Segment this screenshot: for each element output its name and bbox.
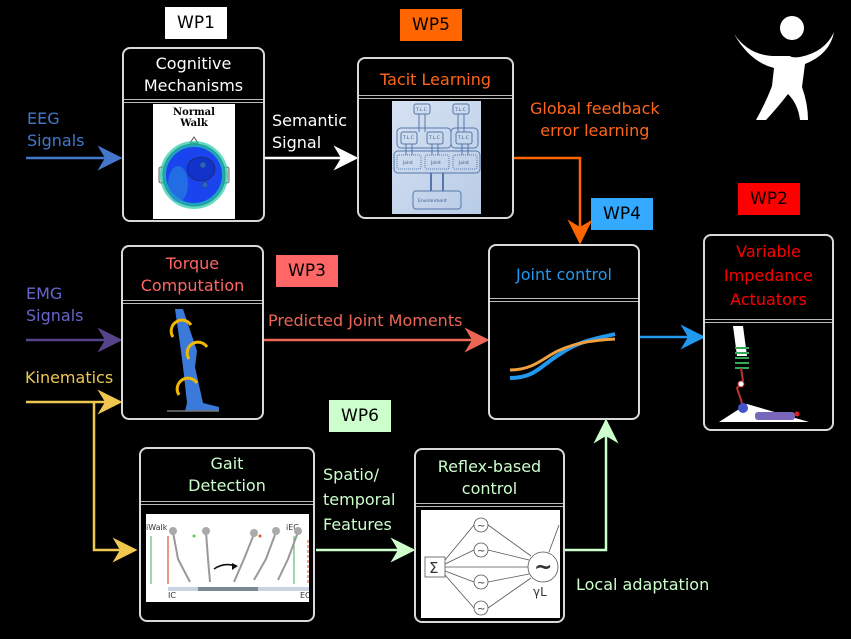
emg-line2: Signals <box>26 306 84 325</box>
gait-phase-image: iWalk iEC IC EC <box>146 514 309 602</box>
reflex-title-line2: control <box>461 479 518 498</box>
reflex-title-line1: Reflex-based <box>437 457 542 476</box>
global-feedback-label: Global feedback error learning <box>530 98 660 142</box>
semantic-line2: Signal <box>272 133 322 152</box>
tlc-label: T.L.C <box>428 135 440 141</box>
ic-label: IC <box>168 591 176 600</box>
head-map-icon <box>158 136 230 209</box>
eeg-topography-image: Normal Walk <box>153 104 235 219</box>
wp4-badge: WP4 <box>591 198 653 230</box>
sum-symbol: Σ <box>429 559 438 577</box>
torque-title-line2: Computation <box>140 276 245 295</box>
spatio-line2: temporal <box>323 490 396 509</box>
oscillator-symbol: ~ <box>477 604 485 615</box>
wp1-badge: WP1 <box>165 7 227 39</box>
tlc-label: T.L.C <box>415 107 427 113</box>
tacit-title: Tacit Learning <box>380 70 491 89</box>
tacit-learning-block: Tacit Learning T.L.C T.L.C T.L.C T.L.C <box>357 57 514 219</box>
semantic-signal-label: Semantic Signal <box>272 110 347 154</box>
global-feedback-line2: error learning <box>540 121 650 140</box>
torque-computation-block: Torque Computation <box>121 245 264 420</box>
eeg-caption-line1: Normal <box>173 107 215 118</box>
kinematics-label: Kinematics <box>25 368 114 387</box>
tlc-label: T.L.C <box>457 135 469 141</box>
gait-detection-block: Gait Detection iWalk iEC IC EC <box>139 447 315 622</box>
emg-signals-label: EMG Signals <box>26 283 83 327</box>
gait-title-line2: Detection <box>188 476 266 495</box>
gamma-l-label: γL <box>533 585 547 599</box>
wp5-badge: WP5 <box>400 9 462 41</box>
oscillator-symbol: ~ <box>477 546 485 557</box>
joint-control-title: Joint control <box>516 265 612 284</box>
oscillator-symbol: ~ <box>477 578 485 589</box>
reflex-network-diagram: Σ ~ ~ ~ ~ ~ γL <box>421 510 560 618</box>
environment-label: Environment <box>418 198 447 204</box>
cognitive-title-line2: Mechanisms <box>143 76 244 95</box>
eeg-signals-label: EEG Signals <box>27 108 84 152</box>
ec-label: EC <box>300 591 309 600</box>
cognitive-title-line1: Cognitive <box>155 54 232 73</box>
joint-label: Joint <box>402 160 413 166</box>
eeg-line1: EEG <box>27 109 60 128</box>
tacit-learning-diagram: T.L.C T.L.C T.L.C T.L.C T.L.C Joint Join… <box>392 101 481 214</box>
kinematics-to-gait-arrow <box>92 402 138 563</box>
leg-torque-icon <box>167 309 219 412</box>
via-title-line2: Impedance <box>723 266 814 285</box>
cognitive-mechanisms-block: Cognitive Mechanisms Normal Walk <box>122 47 265 222</box>
spatio-line3: Features <box>323 515 392 534</box>
joint-label: Joint <box>430 160 441 166</box>
variable-impedance-actuators-block: Variable Impedance Actuators <box>703 234 834 431</box>
wp2-badge: WP2 <box>738 183 800 215</box>
global-feedback-arrow <box>514 156 593 245</box>
iwalk-label: iWalk <box>146 523 168 532</box>
via-title-line3: Actuators <box>730 290 807 309</box>
torque-title-line1: Torque <box>165 254 220 273</box>
tlc-label: T.L.C <box>402 135 414 141</box>
via-title-line1: Variable <box>736 242 801 261</box>
actuator-illustration <box>719 326 809 422</box>
emg-line1: EMG <box>26 284 63 303</box>
reflex-control-block: Reflex-based control Σ ~ ~ ~ ~ ~ γL <box>414 448 565 623</box>
joint-control-block: Joint control <box>488 244 640 420</box>
spatio-line1: Spatio/ <box>323 465 380 484</box>
wp3-badge: WP3 <box>276 255 338 287</box>
oscillator-symbol: ~ <box>477 521 485 532</box>
predicted-joint-moments-label: Predicted Joint Moments <box>268 311 463 330</box>
joint-trajectory-plot <box>509 332 616 380</box>
main-oscillator-symbol: ~ <box>534 555 552 580</box>
local-adaptation-arrow <box>563 418 619 552</box>
human-figure-logo <box>734 16 834 120</box>
tlc-label: T.L.C <box>454 107 466 113</box>
spatio-temporal-features-label: Spatio/ temporal Features <box>323 462 395 537</box>
local-adaptation-label: Local adaptation <box>576 575 710 594</box>
joint-label: Joint <box>458 160 469 166</box>
semantic-line1: Semantic <box>272 111 348 130</box>
wp6-badge: WP6 <box>329 400 391 432</box>
eeg-line2: Signals <box>27 131 85 150</box>
eeg-caption-line2: Walk <box>180 118 208 129</box>
iec-label: iEC <box>286 523 299 532</box>
global-feedback-line1: Global feedback <box>530 99 660 118</box>
gait-title-line1: Gait <box>210 454 244 473</box>
